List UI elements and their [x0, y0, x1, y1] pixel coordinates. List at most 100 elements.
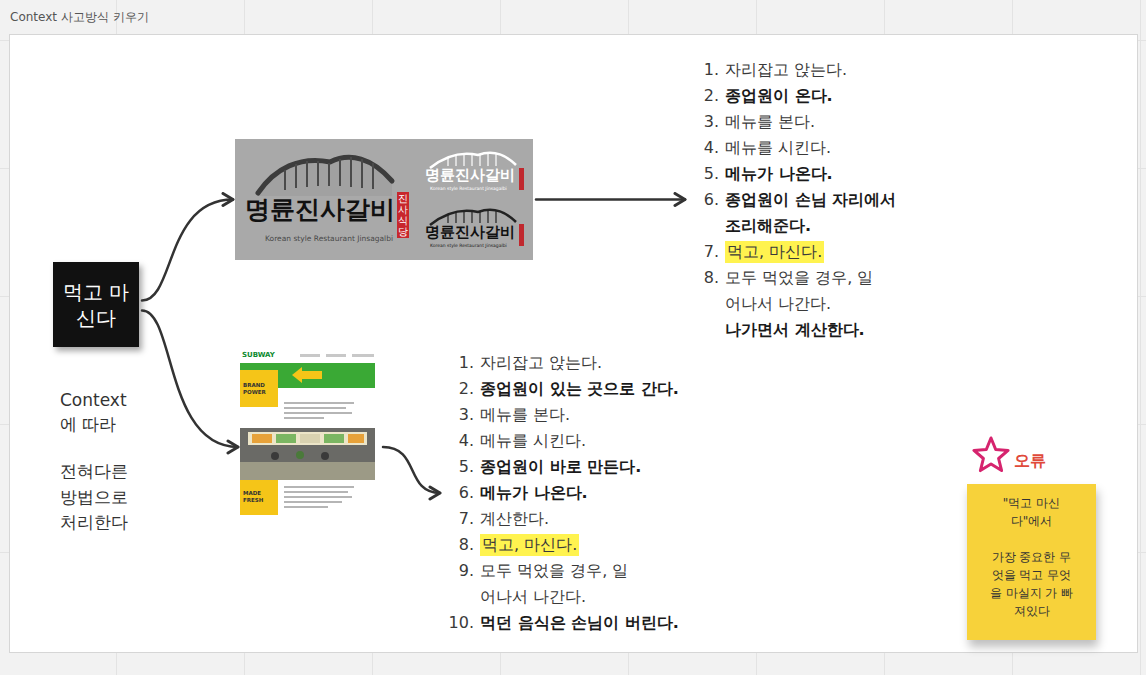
step-text: 모두 먹었을 경우, 일어나서 나간다.: [725, 265, 875, 317]
step-text: 메뉴를 시킨다.: [725, 135, 831, 161]
step-column: 메뉴가 나온다.: [480, 480, 588, 506]
step-text: 메뉴를 시킨다.: [480, 428, 586, 454]
step-number: 9.: [446, 558, 474, 584]
text-holder: 가장 중요한 무엇을 먹고 무엇을 마실지 가 빠져있다: [989, 548, 1074, 620]
number-column: 1.: [701, 57, 719, 83]
note-text: 가장 중요한 무엇을 먹고 무엇을 마실지 가 빠져있다: [989, 548, 1074, 620]
number-column: 3.: [446, 402, 474, 428]
step-line: 모두 먹었을 경우, 일어나서 나간다.: [480, 558, 630, 610]
step-number: 5.: [701, 161, 719, 187]
step-number: 1.: [701, 57, 719, 83]
step-text: 메뉴를 본다.: [725, 109, 815, 135]
number-column: 1.: [446, 350, 474, 376]
list-row: 6.메뉴가 나온다.: [446, 480, 679, 506]
step-number: 3.: [446, 402, 474, 428]
step-line: 메뉴를 시킨다.: [725, 135, 831, 161]
step-line: 모두 먹었을 경우, 일어나서 나간다.: [725, 265, 875, 317]
highlighted-step: 먹고, 마신다.: [480, 534, 579, 556]
text-holder: Korean style Restaurant Jinsagalbi: [430, 243, 507, 248]
step-column: 종업원이 있는 곳으로 간다.: [480, 376, 679, 402]
free-label: Context 에 따라: [60, 388, 140, 436]
step-text-bold: 나가면서 계산한다.: [725, 317, 875, 343]
text-holder: MADE FRESH: [243, 490, 275, 504]
list-row: 2.종업원이 있는 곳으로 간다.: [446, 376, 679, 402]
step-column: 계산한다.: [480, 506, 549, 532]
logo-name: 명륜진사갈비: [425, 166, 515, 184]
step-text-bold: 종업원이 손님 자리에서 조리해준다.: [725, 187, 905, 239]
logo-subtitle: Korean style Restaurant Jinsagalbi: [430, 243, 507, 248]
step-column: 모두 먹었을 경우, 일어나서 나간다.: [480, 558, 630, 610]
list-row: 1.자리잡고 앉는다.: [701, 57, 905, 83]
list-row: 10.먹던 음식은 손님이 버린다.: [446, 610, 679, 636]
text-holder: BRAND POWER: [243, 382, 275, 396]
step-line: 계산한다.: [480, 506, 549, 532]
logo-name: 명륜진사갈비: [425, 223, 515, 241]
step-line: 먹던 음식은 손님이 버린다.: [480, 610, 679, 636]
text-holder: 오류: [1014, 451, 1046, 472]
step-column: 메뉴를 본다.: [480, 402, 570, 428]
step-number: 6.: [701, 187, 719, 213]
step-column: 먹던 음식은 손님이 버린다.: [480, 610, 679, 636]
text-holder: 명륜진사갈비: [245, 195, 395, 225]
step-number: 7.: [701, 239, 719, 265]
list-row: 2.종업원이 온다.: [701, 83, 905, 109]
list-row: 3.메뉴를 본다.: [701, 109, 905, 135]
step-line: 메뉴를 시킨다.: [480, 428, 586, 454]
step-line: 먹고, 마신다.: [480, 532, 579, 558]
logo-name: 명륜진사갈비: [245, 195, 395, 225]
list-row: 1.자리잡고 앉는다.: [446, 350, 679, 376]
step-number: 4.: [446, 428, 474, 454]
text-holder: 명륜진사갈비: [425, 223, 515, 241]
text-holder: 진사식당: [397, 192, 409, 238]
step-text: 자리잡고 앉는다.: [480, 350, 602, 376]
number-column: 6.: [446, 480, 474, 506]
step-text: 모두 먹었을 경우, 일어나서 나간다.: [480, 558, 630, 610]
step-text-bold: 종업원이 온다.: [725, 83, 833, 109]
list-row: 7. 먹고, 마신다.: [701, 239, 905, 265]
number-column: 4.: [446, 428, 474, 454]
text-holder: Context 에 따라: [60, 388, 140, 436]
step-text: 자리잡고 앉는다.: [725, 57, 847, 83]
step-number: 8.: [701, 265, 719, 291]
steps-list: 1.자리잡고 앉는다.2.종업원이 있는 곳으로 간다.3.메뉴를 본다.4.메…: [442, 350, 679, 636]
step-line: 종업원이 있는 곳으로 간다.: [480, 376, 679, 402]
list-row: 7.계산한다.: [446, 506, 679, 532]
step-text-bold: 메뉴가 나온다.: [725, 161, 833, 187]
sticky-note: 오류"먹고 마신다"에서가장 중요한 무엇을 먹고 무엇을 마실지 가 빠져있다: [967, 484, 1096, 640]
text-holder: "먹고 마신다"에서: [989, 494, 1074, 530]
step-column: 자리잡고 앉는다.: [480, 350, 602, 376]
step-line: 자리잡고 앉는다.: [725, 57, 847, 83]
note-text: "먹고 마신다"에서: [989, 494, 1074, 530]
step-text-bold: 종업원이 바로 만든다.: [480, 454, 641, 480]
topic-text: 먹고 마신다: [61, 279, 131, 331]
step-number: 4.: [701, 135, 719, 161]
number-column: 8.: [701, 265, 719, 291]
step-line: 메뉴가 나온다.: [725, 161, 833, 187]
list-row: 5.메뉴가 나온다.: [701, 161, 905, 187]
logo-seal-text: 진사식당: [397, 192, 409, 238]
step-number: 7.: [446, 506, 474, 532]
step-column: 종업원이 손님 자리에서 조리해준다.: [725, 187, 905, 239]
frame-panel: Context 사고방식 키우기먹고 마신다명륜진사갈비진사식당Korean s…: [10, 35, 1137, 652]
text-holder: 전혀다른 방법으로 처리한다: [60, 459, 140, 536]
step-column: 먹고, 마신다.: [725, 239, 824, 265]
number-column: 2.: [701, 83, 719, 109]
list-row: 8. 먹고, 마신다.: [446, 532, 679, 558]
step-text-bold: 먹던 음식은 손님이 버린다.: [480, 610, 679, 636]
step-line: 종업원이 손님 자리에서 조리해준다.: [725, 187, 905, 239]
brand-logo-text: SUBWAY: [242, 352, 275, 359]
highlighted-step: 먹고, 마신다.: [725, 241, 824, 263]
number-column: 8.: [446, 532, 474, 558]
step-line: 자리잡고 앉는다.: [480, 350, 602, 376]
restaurant-logo: 명륜진사갈비진사식당Korean style Restaurant Jinsag…: [235, 139, 533, 260]
number-column: 5.: [701, 161, 719, 187]
step-line: 먹고, 마신다.: [725, 239, 824, 265]
number-column: 5.: [446, 454, 474, 480]
step-line: 나가면서 계산한다.: [725, 317, 875, 343]
step-column: 먹고, 마신다.: [480, 532, 579, 558]
step-line: 메뉴를 본다.: [480, 402, 570, 428]
subway-screenshot-box: SUBWAY BRAND POWER MADE FRESH: [240, 352, 380, 520]
step-number: 8.: [446, 532, 474, 558]
list-row: 4.메뉴를 시킨다.: [446, 428, 679, 454]
step-column: 자리잡고 앉는다.: [725, 57, 847, 83]
